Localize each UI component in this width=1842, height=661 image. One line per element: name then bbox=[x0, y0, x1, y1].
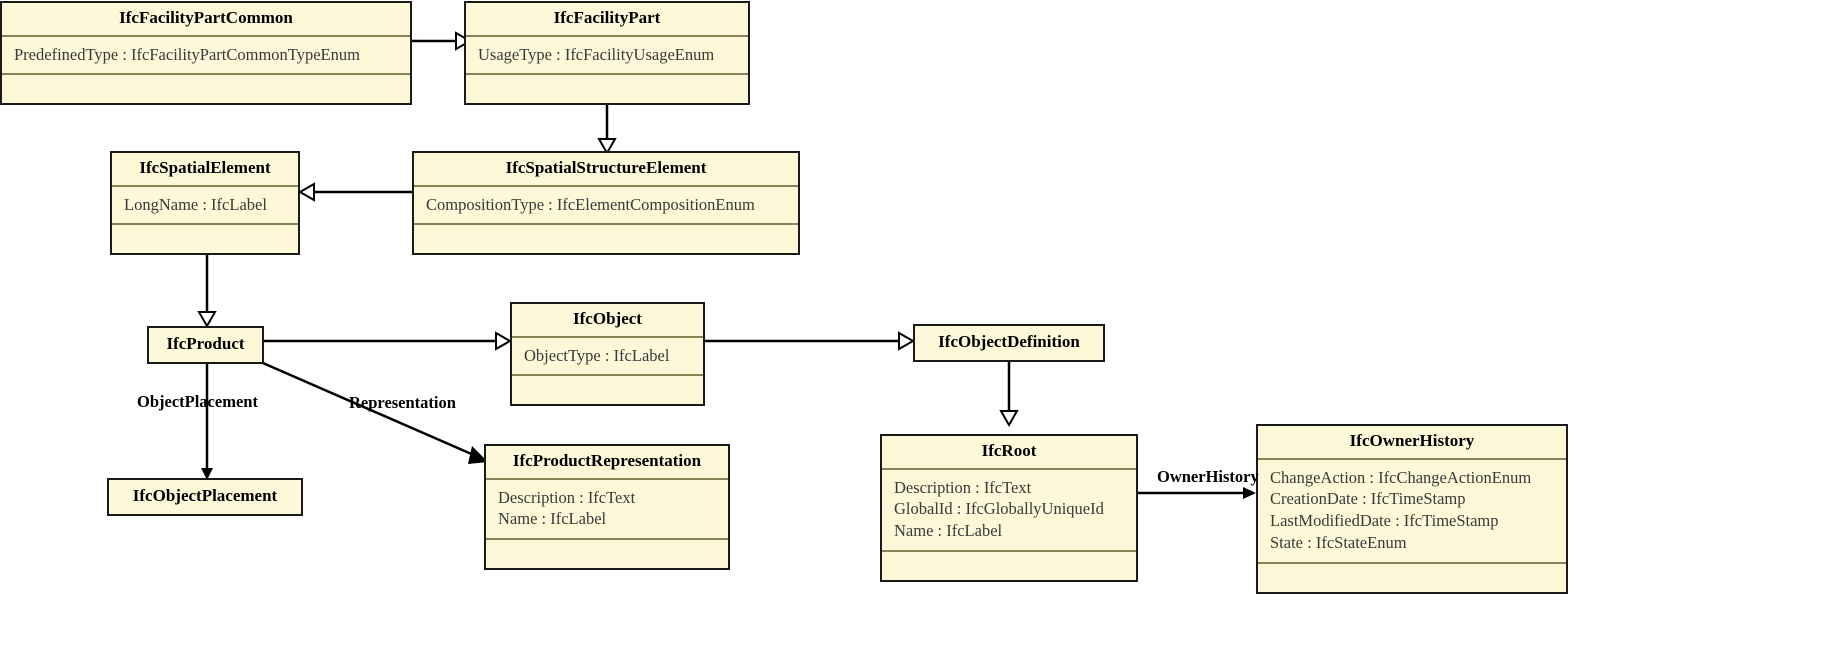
class-box-ifcroot[interactable]: IfcRoot Description : IfcText GlobalId :… bbox=[880, 434, 1138, 582]
class-box-ifcfacilitypart[interactable]: IfcFacilityPart UsageType : IfcFacilityU… bbox=[464, 1, 750, 106]
class-box-ifcspatialelement[interactable]: IfcSpatialElement LongName : IfcLabel bbox=[110, 151, 300, 256]
class-name: IfcObject bbox=[512, 304, 703, 338]
attribute-row: Description : IfcText bbox=[498, 487, 636, 507]
class-operations bbox=[466, 75, 748, 103]
generalization-arrowhead bbox=[297, 182, 315, 202]
class-name: IfcProductRepresentation bbox=[486, 446, 728, 480]
class-box-ifcobjectdefinition[interactable]: IfcObjectDefinition bbox=[913, 324, 1105, 362]
class-attributes: ChangeAction : IfcChangeActionEnum Creat… bbox=[1258, 460, 1566, 564]
attribute-row: CreationDate : IfcTimeStamp bbox=[1270, 489, 1466, 509]
class-name: IfcProduct bbox=[166, 334, 245, 353]
class-attributes: Description : IfcText GlobalId : IfcGlob… bbox=[882, 470, 1136, 552]
class-name: IfcSpatialElement bbox=[112, 153, 298, 187]
class-name: IfcFacilityPartCommon bbox=[2, 3, 410, 37]
generalization-arrowhead bbox=[197, 311, 217, 329]
class-name: IfcObjectDefinition bbox=[938, 332, 1080, 351]
attribute-row: ChangeAction : IfcChangeActionEnum bbox=[1270, 467, 1532, 487]
class-attributes: CompositionType : IfcElementCompositionE… bbox=[414, 187, 798, 226]
class-name: IfcOwnerHistory bbox=[1258, 426, 1566, 460]
attribute-row: LastModifiedDate : IfcTimeStamp bbox=[1270, 511, 1499, 531]
class-attributes: ObjectType : IfcLabel bbox=[512, 338, 703, 377]
attribute-row: Name : IfcLabel bbox=[498, 509, 607, 529]
class-box-ifcobject[interactable]: IfcObject ObjectType : IfcLabel bbox=[510, 302, 705, 407]
generalization-arrowhead bbox=[495, 331, 513, 351]
class-operations bbox=[2, 75, 410, 103]
attribute-row: PredefinedType : IfcFacilityPartCommonTy… bbox=[14, 44, 360, 64]
generalization-arrowhead bbox=[999, 410, 1019, 428]
class-operations bbox=[486, 540, 728, 568]
edge-label-owner-history: OwnerHistory bbox=[1157, 467, 1259, 486]
attribute-row: Name : IfcLabel bbox=[894, 521, 1003, 541]
generalization-arrowhead bbox=[898, 331, 916, 351]
class-box-ifcfacilitypartcommon[interactable]: IfcFacilityPartCommon PredefinedType : I… bbox=[0, 1, 412, 106]
class-attributes: UsageType : IfcFacilityUsageEnum bbox=[466, 37, 748, 76]
attribute-row: ObjectType : IfcLabel bbox=[524, 345, 670, 365]
class-name: IfcRoot bbox=[882, 436, 1136, 470]
class-box-ifcspatialstructureelement[interactable]: IfcSpatialStructureElement CompositionTy… bbox=[412, 151, 800, 256]
class-operations bbox=[882, 552, 1136, 580]
class-operations bbox=[512, 376, 703, 404]
attribute-row: LongName : IfcLabel bbox=[124, 194, 267, 214]
class-name: IfcSpatialStructureElement bbox=[414, 153, 798, 187]
class-operations bbox=[1258, 564, 1566, 592]
class-box-ifcproduct[interactable]: IfcProduct bbox=[147, 326, 264, 364]
class-box-ifcownerhistory[interactable]: IfcOwnerHistory ChangeAction : IfcChange… bbox=[1256, 424, 1568, 594]
attribute-row: UsageType : IfcFacilityUsageEnum bbox=[478, 44, 715, 64]
class-name: IfcFacilityPart bbox=[466, 3, 748, 37]
attribute-row: Description : IfcText bbox=[894, 477, 1032, 497]
class-operations bbox=[112, 225, 298, 253]
class-name: IfcObjectPlacement bbox=[132, 486, 278, 505]
edge-label-object-placement: ObjectPlacement bbox=[137, 392, 258, 411]
class-attributes: PredefinedType : IfcFacilityPartCommonTy… bbox=[2, 37, 410, 76]
class-box-ifcobjectplacement[interactable]: IfcObjectPlacement bbox=[107, 478, 303, 516]
attribute-row: State : IfcStateEnum bbox=[1270, 532, 1407, 552]
attribute-row: GlobalId : IfcGloballyUniqueId bbox=[894, 499, 1104, 519]
attribute-row: CompositionType : IfcElementCompositionE… bbox=[426, 194, 755, 214]
edge-label-representation: Representation bbox=[349, 393, 456, 412]
class-attributes: Description : IfcText Name : IfcLabel bbox=[486, 480, 728, 541]
class-attributes: LongName : IfcLabel bbox=[112, 187, 298, 226]
class-operations bbox=[414, 225, 798, 253]
association-arrowhead bbox=[1243, 487, 1256, 499]
class-box-ifcproductrepresentation[interactable]: IfcProductRepresentation Description : I… bbox=[484, 444, 730, 571]
